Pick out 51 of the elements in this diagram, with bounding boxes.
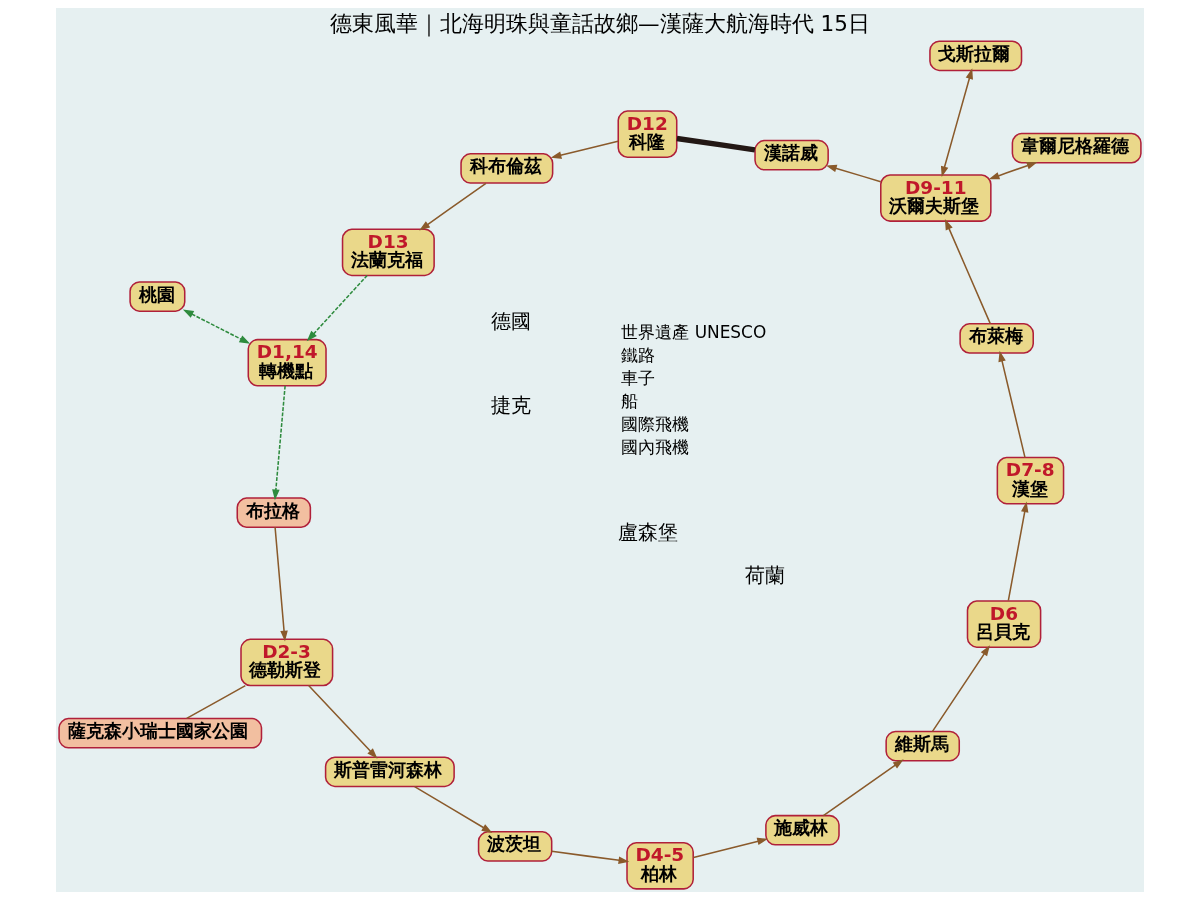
arrow xyxy=(988,161,1038,180)
node-box: 薩克森小瑞士國家公園 xyxy=(58,717,263,749)
arrow xyxy=(182,309,251,344)
connector xyxy=(676,135,756,153)
label: 德國 xyxy=(491,308,532,333)
node-box: D4-5 柏林 xyxy=(626,841,694,890)
node-box: 施威林 xyxy=(765,814,840,846)
node-box: D9-11 沃爾夫斯堡 xyxy=(880,174,992,222)
arrow xyxy=(944,219,992,325)
arrow xyxy=(272,385,286,501)
legend-label: 鐵路 xyxy=(621,344,656,365)
node-box: 科布倫茲 xyxy=(460,153,554,184)
legend-label: 船 xyxy=(621,390,639,411)
node-box: 維斯馬 xyxy=(885,730,961,762)
node-box: 布萊梅 xyxy=(959,323,1034,354)
arrow xyxy=(550,850,630,864)
node-box: 漢諾威 xyxy=(754,139,829,171)
arrow xyxy=(931,645,990,733)
arrow xyxy=(413,785,493,833)
legend-label: 國際飛機 xyxy=(621,413,690,434)
arrow xyxy=(1007,501,1029,602)
arrow xyxy=(307,684,378,759)
node-box: D6 呂貝克 xyxy=(966,600,1042,648)
node-box: 韋爾尼格羅德 xyxy=(1011,132,1142,164)
node-box: D13 法蘭克福 xyxy=(341,228,435,277)
node-box: D2-3 德勒斯登 xyxy=(240,638,334,687)
legend-label: 國內飛機 xyxy=(621,436,690,457)
node-box: 波茨坦 xyxy=(477,831,553,862)
label: 捷克 xyxy=(491,393,532,418)
diagram-title: 德東風華｜北海明珠與童話故鄉—漢薩大航海時代 15日 xyxy=(330,11,870,37)
node-box: D12 科隆 xyxy=(617,110,678,159)
arrow xyxy=(825,164,882,183)
arrow xyxy=(419,182,487,231)
arrow xyxy=(692,837,769,859)
node-box: D7-8 漢堡 xyxy=(996,456,1065,505)
node-box: 斯普雷河森林 xyxy=(324,756,455,788)
arrow xyxy=(822,759,904,817)
arrow xyxy=(550,140,619,159)
node-box: 布拉格 xyxy=(236,497,312,529)
arrow xyxy=(998,350,1026,459)
arrow xyxy=(940,68,973,178)
legend-label: 車子 xyxy=(621,367,656,388)
node-box: 戈斯拉爾 xyxy=(929,40,1023,72)
label: 荷蘭 xyxy=(745,562,786,587)
legend-label: 世界遺產 UNESCO xyxy=(621,321,767,342)
node-box: D1,14 轉機點 xyxy=(247,338,327,387)
arrow xyxy=(274,526,288,642)
node-box: 桃園 xyxy=(129,281,186,312)
connector xyxy=(185,684,247,720)
label: 盧森堡 xyxy=(618,520,679,545)
arrow xyxy=(306,274,368,342)
